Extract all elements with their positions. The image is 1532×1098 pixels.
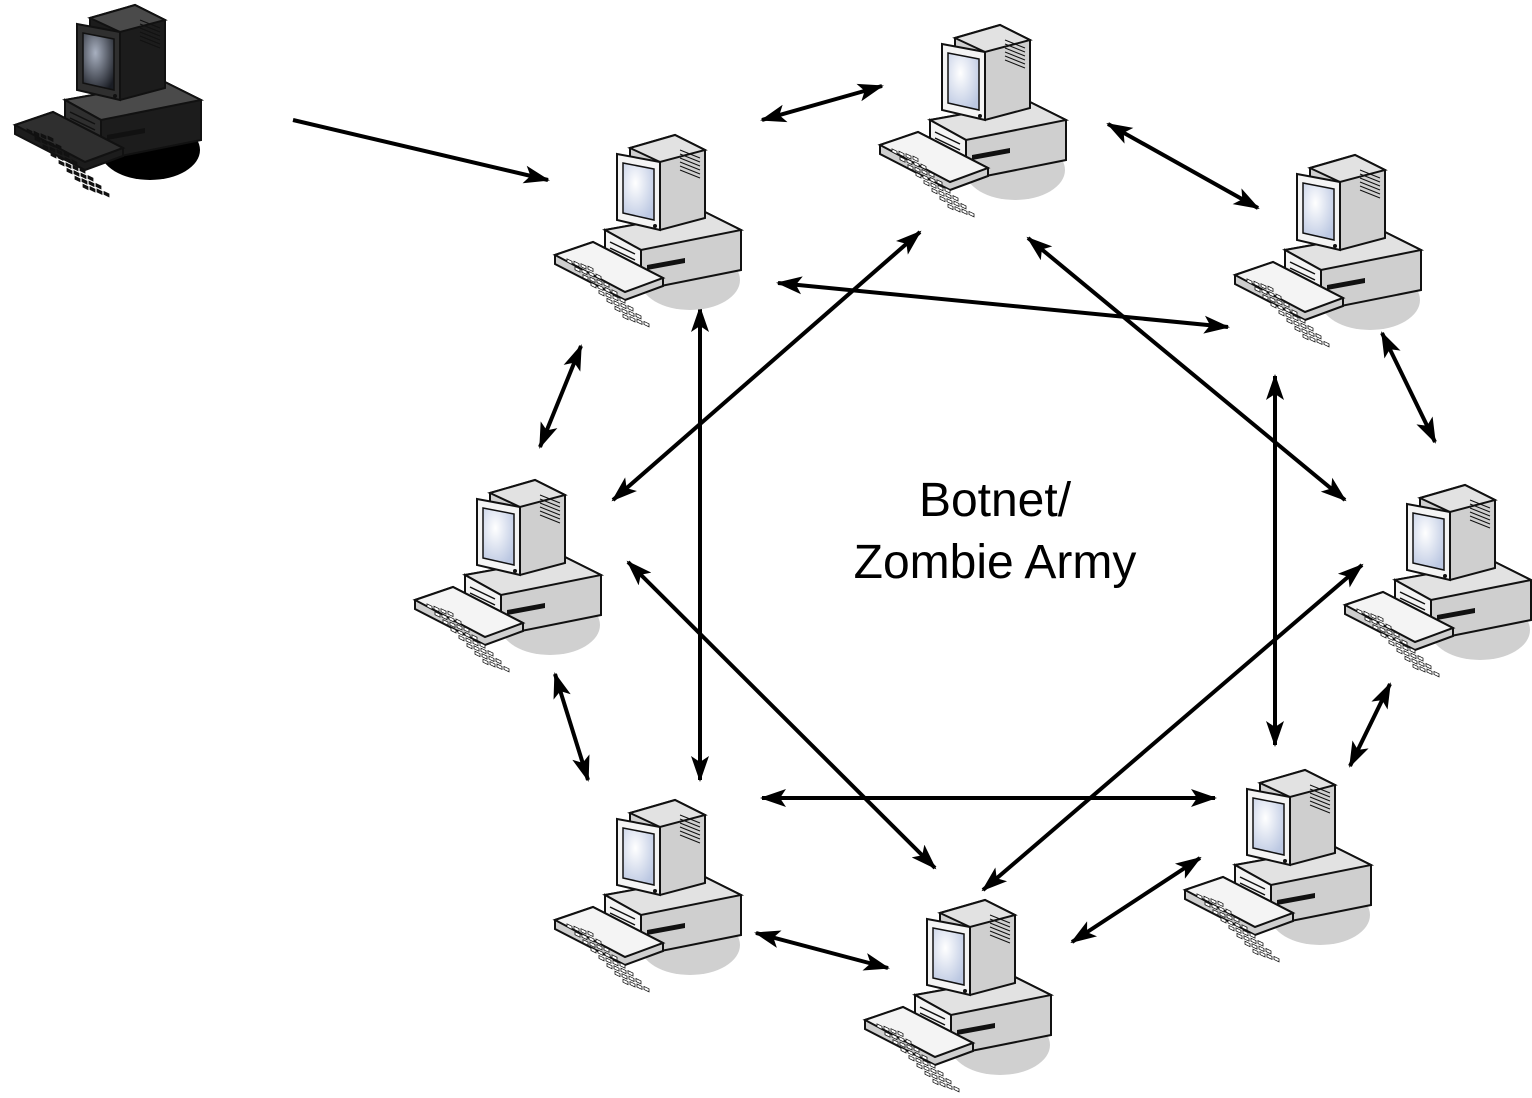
computer-zombie-1: [552, 133, 745, 328]
computer-zombie-3: [1232, 153, 1425, 348]
label-line-2: Zombie Army: [853, 536, 1137, 589]
computer-zombie-6: [862, 898, 1055, 1093]
label-line-1: Botnet/: [918, 474, 1072, 527]
computer-zombie-4: [1342, 483, 1532, 678]
nodes-layer: [12, 3, 1532, 1093]
edge-zombie-5-to-zombie-6: [1070, 856, 1202, 944]
edge-controller-to-zombie-1: [292, 118, 550, 184]
edges-layer: [292, 83, 1437, 971]
edge-zombie-6-to-zombie-8: [626, 560, 937, 870]
edge-zombie-1-to-zombie-3: [776, 276, 1230, 334]
edge-zombie-4-to-zombie-5: [1348, 682, 1392, 768]
edge-zombie-2-to-zombie-3: [1106, 122, 1260, 210]
edge-zombie-1-to-zombie-2: [760, 83, 884, 123]
edge-zombie-6-to-zombie-7: [754, 930, 890, 971]
edge-zombie-2-to-zombie-4: [1026, 236, 1347, 502]
edge-zombie-4-to-zombie-6: [981, 563, 1364, 892]
center-label: Botnet/ Zombie Army: [0, 470, 1532, 594]
computer-controller: [12, 3, 205, 198]
computer-zombie-7: [552, 798, 745, 993]
edge-zombie-2-to-zombie-8: [611, 230, 922, 502]
computer-zombie-2: [877, 23, 1070, 218]
computer-zombie-5: [1182, 768, 1375, 963]
computer-zombie-8: [412, 478, 605, 673]
edge-zombie-3-to-zombie-4: [1380, 331, 1437, 444]
edge-zombie-7-to-zombie-8: [553, 672, 590, 782]
edge-zombie-8-to-zombie-1: [538, 344, 583, 449]
